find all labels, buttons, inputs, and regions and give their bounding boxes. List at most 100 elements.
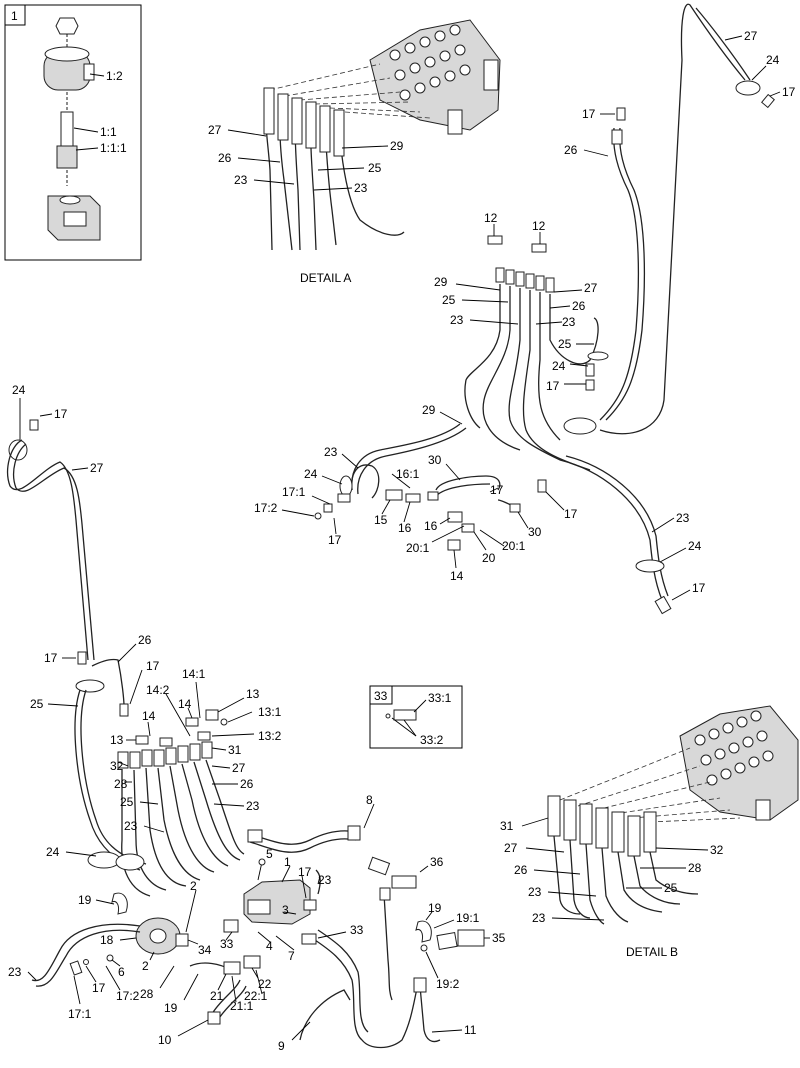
inset-33-tag: 33 xyxy=(374,689,388,703)
valve-stem-part xyxy=(60,111,74,147)
callout-bt-34: 34 xyxy=(198,943,212,957)
detail-a: 27 26 23 29 25 23 DETAIL A xyxy=(208,19,501,285)
callout-bt-22-1: 22:1 xyxy=(244,989,268,1003)
callout-a-25: 25 xyxy=(368,161,382,175)
callout-mr-24c: 24 xyxy=(688,539,702,553)
callout-m-14b: 14 xyxy=(142,709,156,723)
callout-lc-24: 24 xyxy=(12,383,26,397)
callout-bt-7: 7 xyxy=(288,949,295,963)
adapter-33 xyxy=(393,709,417,721)
callout-lc-27: 27 xyxy=(90,461,104,475)
callout-b-23: 23 xyxy=(528,885,542,899)
callout-m-28: 28 xyxy=(114,777,128,791)
callout-bt-17: 17 xyxy=(298,865,312,879)
hose-11 xyxy=(311,937,419,1049)
callout-bt-21-1: 21:1 xyxy=(230,999,254,1013)
callout-mr-27: 27 xyxy=(584,281,598,295)
callout-b-23b: 23 xyxy=(532,911,546,925)
callout-mr-16: 16 xyxy=(398,521,412,535)
callout-bt-19c: 19 xyxy=(164,1001,178,1015)
elbow-12-b xyxy=(531,243,547,253)
callout-tr-17: 17 xyxy=(782,85,796,99)
callout-bt-19-1: 19:1 xyxy=(456,911,480,925)
callout-mr-23: 23 xyxy=(450,313,464,327)
callout-b-28: 28 xyxy=(688,861,702,875)
callout-m-14: 14 xyxy=(178,697,192,711)
callout-a-23: 23 xyxy=(234,173,248,187)
callout-mr-12a: 12 xyxy=(484,211,498,225)
callout-lc-25: 25 xyxy=(30,697,44,711)
hose-30 xyxy=(435,475,501,491)
inset-1-tag-box xyxy=(4,4,26,26)
callout-mr-20: 20 xyxy=(482,551,496,565)
callout-mr-23b: 23 xyxy=(562,315,576,329)
callout-bt-1: 1 xyxy=(284,855,291,869)
callout-mr-30: 30 xyxy=(428,453,442,467)
callout-mr-15: 15 xyxy=(374,513,388,527)
callout-bt-23b: 23 xyxy=(8,965,22,979)
callout-bt-17-1: 17:1 xyxy=(68,1007,92,1021)
hose-25-left xyxy=(74,689,141,871)
callout-bt-19-2: 19:2 xyxy=(436,977,460,991)
detail-b: 31 32 27 28 26 25 23 23 DETAIL B xyxy=(500,705,799,959)
callout-bt-2b: 2 xyxy=(142,959,149,973)
callout-mr-17-1: 17:1 xyxy=(282,485,306,499)
callout-bt-22: 22 xyxy=(258,977,272,991)
inset-33-frame xyxy=(369,685,463,749)
top-right-assembly: 27 24 17 17 26 xyxy=(564,3,796,435)
nut-part xyxy=(55,17,79,35)
callout-a-27: 27 xyxy=(208,123,222,137)
callout-m-23: 23 xyxy=(246,799,260,813)
callout-b-25: 25 xyxy=(664,881,678,895)
hose-10 xyxy=(211,979,241,1015)
callout-mr-29: 29 xyxy=(434,275,448,289)
manifold-assembly: 14:1 13 14:2 14 13:1 14 13 13:2 31 32 27… xyxy=(110,667,282,897)
callout-lc-17b: 17 xyxy=(44,651,58,665)
callout-b-31: 31 xyxy=(500,819,514,833)
callout-bt-33: 33 xyxy=(350,923,364,937)
callout-mr-24b: 24 xyxy=(304,467,318,481)
callout-bt-24: 24 xyxy=(46,845,60,859)
callout-bt-11: 11 xyxy=(464,1023,477,1037)
hose-8 xyxy=(249,830,357,845)
elbow-12-a xyxy=(487,235,503,245)
callout-tr-24: 24 xyxy=(766,53,780,67)
callout-mr-25: 25 xyxy=(442,293,456,307)
callout-33-1: 33:1 xyxy=(428,691,452,705)
elbow-14 xyxy=(447,539,461,551)
fitting-16 xyxy=(405,493,421,503)
elbow-19-right xyxy=(415,920,432,943)
callout-bt-9: 9 xyxy=(278,1039,285,1053)
callout-bt-6: 6 xyxy=(118,965,125,979)
callout-bt-19b: 19 xyxy=(428,901,442,915)
callout-b-26: 26 xyxy=(514,863,528,877)
callout-mr-12b: 12 xyxy=(532,219,546,233)
callout-m-32: 32 xyxy=(110,759,124,773)
callout-bt-18: 18 xyxy=(100,933,114,947)
callout-bt-28: 28 xyxy=(140,987,154,1001)
callout-b-32: 32 xyxy=(710,843,724,857)
callout-lc-17c: 17 xyxy=(146,659,160,673)
callout-mr-17-2: 17:2 xyxy=(254,501,278,515)
callout-1-1: 1:1 xyxy=(100,125,117,139)
callout-m-26: 26 xyxy=(240,777,254,791)
callout-mr-25b: 25 xyxy=(558,337,572,351)
callout-lc-17: 17 xyxy=(54,407,68,421)
callout-a-23b: 23 xyxy=(354,181,368,195)
callout-lc-26: 26 xyxy=(138,633,152,647)
callout-mr-17: 17 xyxy=(546,379,560,393)
callout-bt-19: 19 xyxy=(78,893,92,907)
callout-mr-30b: 30 xyxy=(528,525,542,539)
detail-b-caption: DETAIL B xyxy=(626,945,678,959)
callout-bt-35: 35 xyxy=(492,931,506,945)
callout-m-27: 27 xyxy=(232,761,246,775)
hose-23-mid xyxy=(351,464,380,499)
left-column-assembly: 24 17 27 17 26 17 25 xyxy=(7,383,160,871)
bottom-assembly: 8 5 1 17 23 24 19 36 2 3 xyxy=(8,793,506,1053)
callout-mr-17e: 17 xyxy=(692,581,706,595)
inset-33: 33 33:1 33:2 xyxy=(369,685,463,749)
coupler-35 xyxy=(457,929,485,947)
callout-a-29: 29 xyxy=(390,139,404,153)
callout-bt-5: 5 xyxy=(266,847,273,861)
